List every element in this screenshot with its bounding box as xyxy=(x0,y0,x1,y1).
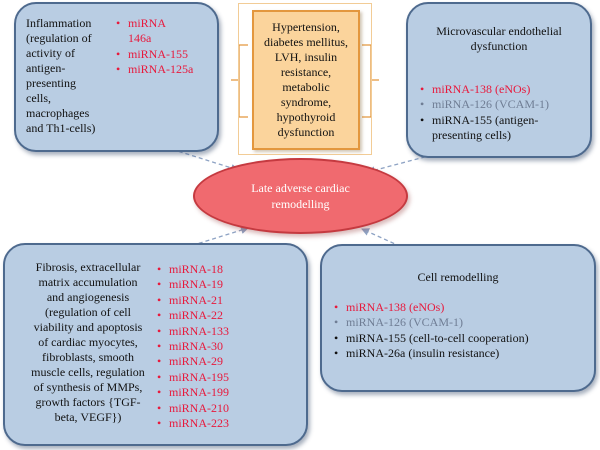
arrow-cell-remodelling xyxy=(361,228,427,259)
list-item: •miRNA-199 xyxy=(157,385,229,400)
cell-remodelling-title: Cell remodelling xyxy=(417,270,499,284)
mirna-label: miRNA-18 xyxy=(169,262,223,276)
cell-remodelling-mirna-list: •miRNA-138 (eNOs) •miRNA-126 (VCAM-1) •m… xyxy=(334,300,529,362)
list-item: •miRNA-125a xyxy=(116,62,194,77)
center-box-outline xyxy=(238,3,372,155)
mirna-label: miRNA-133 xyxy=(169,323,229,338)
mirna-label: miRNA-29 xyxy=(169,354,223,369)
mirna-label: miRNA-138 (eNOs) xyxy=(346,300,445,314)
mirna-label: miRNA-125a xyxy=(128,62,194,77)
fibrosis-line-4: viability and apoptosis xyxy=(33,320,143,334)
microvascular-box: Microvascular endothelial dysfunction •m… xyxy=(406,2,592,158)
list-item: •miRNA-195 xyxy=(157,369,229,384)
inflammation-line-3: antigen- xyxy=(26,61,66,75)
mirna-label: miRNA-126 (VCAM-1) xyxy=(346,315,463,330)
mirna-label: miRNA-26a (insulin resistance) xyxy=(346,346,500,361)
list-item: •miRNA-223 xyxy=(157,416,229,431)
mirna-label: miRNA-21 xyxy=(169,292,223,307)
mirna-label: presenting cells) xyxy=(432,128,511,143)
fibrosis-line-1: matrix accumulation xyxy=(38,275,138,289)
list-item: •miRNA-19 xyxy=(157,277,223,292)
mirna-label: miRNA-126 (VCAM-1) xyxy=(432,97,549,112)
list-item: •miRNA-138 (eNOs) xyxy=(420,82,531,96)
comorbidity-line: dysfunction xyxy=(277,125,335,139)
mirna-label: miRNA-155 (antigen- xyxy=(432,112,539,127)
mirna-label: miRNA-138 (eNOs) xyxy=(432,82,531,96)
fibrosis-line-2: and angiogenesis xyxy=(46,290,130,304)
list-item: •miRNA-210 xyxy=(157,400,229,415)
mirna-label: miRNA-210 xyxy=(169,400,229,415)
list-item: •miRNA-26a (insulin resistance) xyxy=(334,346,500,361)
comorbidity-line: resistance, xyxy=(280,65,332,79)
list-item: •miRNA-126 (VCAM-1) xyxy=(334,315,463,330)
list-item: •miRNA-138 (eNOs) xyxy=(334,300,445,314)
inflammation-line-2: activity of xyxy=(26,46,75,60)
inflammation-line-7: and Th1-cells) xyxy=(26,121,96,135)
mirna-label: 146a xyxy=(128,31,152,46)
mirna-label: miRNA-19 xyxy=(169,277,223,292)
mirna-label: miRNA-199 xyxy=(169,385,229,400)
mirna-label: miRNA-30 xyxy=(169,339,223,354)
comorbidity-line: LVH, insulin xyxy=(274,50,338,64)
cell-remodelling-box: Cell remodelling •miRNA-138 (eNOs) •miRN… xyxy=(320,244,596,392)
comorbidity-line: Hypertension, xyxy=(272,20,340,34)
ellipse-line-1: remodelling xyxy=(271,197,330,211)
fibrosis-box: Fibrosis, extracellular matrix accumulat… xyxy=(3,243,308,446)
list-item: •miRNA-155 (antigen- xyxy=(420,112,539,127)
comorbidity-line: hypothyroid xyxy=(276,110,336,124)
mirna-label: miRNA-155 (cell-to-cell cooperation) xyxy=(346,330,529,345)
left-bracket xyxy=(231,44,248,118)
mirna-label: miRNA-155 xyxy=(128,46,188,61)
mirna-label: miRNA xyxy=(128,16,167,30)
mirna-label: miRNA-223 xyxy=(169,416,229,431)
fibrosis-line-10: beta, VEGF}) xyxy=(54,410,122,424)
late-remodelling-ellipse: Late adverse cardiac remodelling xyxy=(193,158,408,234)
inflammation-line-5: cells, xyxy=(26,91,51,105)
inflammation-box: Inflammation (regulation of activity of … xyxy=(14,2,219,152)
comorbidity-line: metabolic xyxy=(282,80,330,94)
list-item: •miRNA-29 xyxy=(157,354,223,369)
fibrosis-line-8: of synthesis of MMPs, xyxy=(33,380,143,394)
comorbidities-box: Hypertension, diabetes mellitus, LVH, in… xyxy=(252,10,360,150)
list-item: •miRNA-133 xyxy=(157,323,229,338)
comorbidity-line: diabetes mellitus, xyxy=(264,35,348,49)
comorbidity-line: syndrome, xyxy=(280,95,332,109)
inflammation-line-0: Inflammation xyxy=(26,16,92,30)
list-item: •miRNA-30 xyxy=(157,339,223,354)
fibrosis-mirna-list: •miRNA-18 •miRNA-19 •miRNA-21 •miRNA-22 … xyxy=(157,262,229,431)
mirna-label: miRNA-22 xyxy=(169,308,223,323)
list-item: presenting cells) xyxy=(420,128,549,143)
ellipse-line-0: Late adverse cardiac xyxy=(251,181,350,195)
list-item: •miRNA-18 xyxy=(157,262,223,276)
fibrosis-line-3: (regulation of cell xyxy=(45,305,131,319)
mirna-label: miRNA-195 xyxy=(169,369,229,384)
microvascular-line-1: dysfunction xyxy=(470,39,528,53)
fibrosis-line-7: muscle cells, regulation xyxy=(31,365,145,379)
inflammation-line-1: (regulation of xyxy=(26,31,92,45)
list-item: 146a xyxy=(116,31,193,46)
list-item: •miRNA xyxy=(116,16,167,30)
fibrosis-line-0: Fibrosis, extracellular xyxy=(35,260,141,274)
inflammation-mirna-list: •miRNA 146a •miRNA-155 •miRNA-125a xyxy=(116,16,193,78)
list-item: •miRNA-155 xyxy=(116,46,188,61)
list-item: •miRNA-21 xyxy=(157,292,223,307)
microvascular-line-0: Microvascular endothelial xyxy=(436,24,562,38)
inflammation-line-6: macrophages xyxy=(26,106,90,120)
list-item: •miRNA-155 (cell-to-cell cooperation) xyxy=(334,330,529,345)
list-item: •miRNA-126 (VCAM-1) xyxy=(420,97,549,112)
fibrosis-line-9: growth factors {TGF- xyxy=(35,395,141,409)
fibrosis-line-5: of cardiac myocytes, xyxy=(38,335,138,349)
inflammation-line-4: presenting xyxy=(26,76,76,90)
microvascular-mirna-list: •miRNA-138 (eNOs) •miRNA-126 (VCAM-1) •m… xyxy=(420,82,549,144)
fibrosis-line-6: fibroblasts, smooth xyxy=(42,350,134,364)
list-item: •miRNA-22 xyxy=(157,308,223,323)
